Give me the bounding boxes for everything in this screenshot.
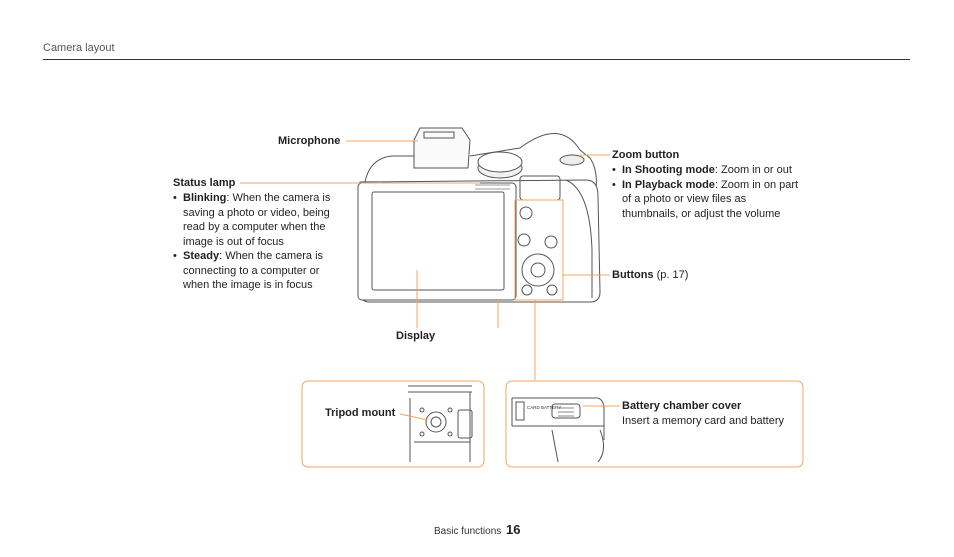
zoom-item-playback: In Playback mode: Zoom in on part of a p…: [612, 178, 802, 222]
zoom-item-shooting: In Shooting mode: Zoom in or out: [612, 163, 802, 178]
microphone-label: Microphone: [278, 135, 341, 147]
battery-cover-text: Insert a memory card and battery: [622, 415, 785, 427]
header-rule: [43, 59, 910, 60]
status-lamp-item-blinking: Blinking: When the camera is saving a ph…: [173, 191, 338, 249]
tripod-mount-label: Tripod mount: [325, 407, 396, 419]
section-title: Camera layout: [43, 42, 115, 54]
battery-cover-callout: Battery chamber cover Insert a memory ca…: [622, 399, 802, 429]
buttons-label: Buttons (p. 17): [612, 269, 689, 281]
zoom-button-callout: Zoom button In Shooting mode: Zoom in or…: [612, 148, 802, 221]
footer-section: Basic functions: [434, 526, 502, 537]
status-lamp-title: Status lamp: [173, 177, 236, 189]
display-label: Display: [396, 330, 436, 342]
battery-cover-title: Battery chamber cover: [622, 400, 742, 412]
page-number: 16: [506, 522, 521, 537]
camera-card-battery-text: CARD BATTERY: [527, 405, 561, 410]
status-lamp-item-steady: Steady: When the camera is connecting to…: [173, 249, 338, 293]
status-lamp-callout: Status lamp Blinking: When the camera is…: [173, 176, 338, 293]
zoom-button-title: Zoom button: [612, 149, 680, 161]
